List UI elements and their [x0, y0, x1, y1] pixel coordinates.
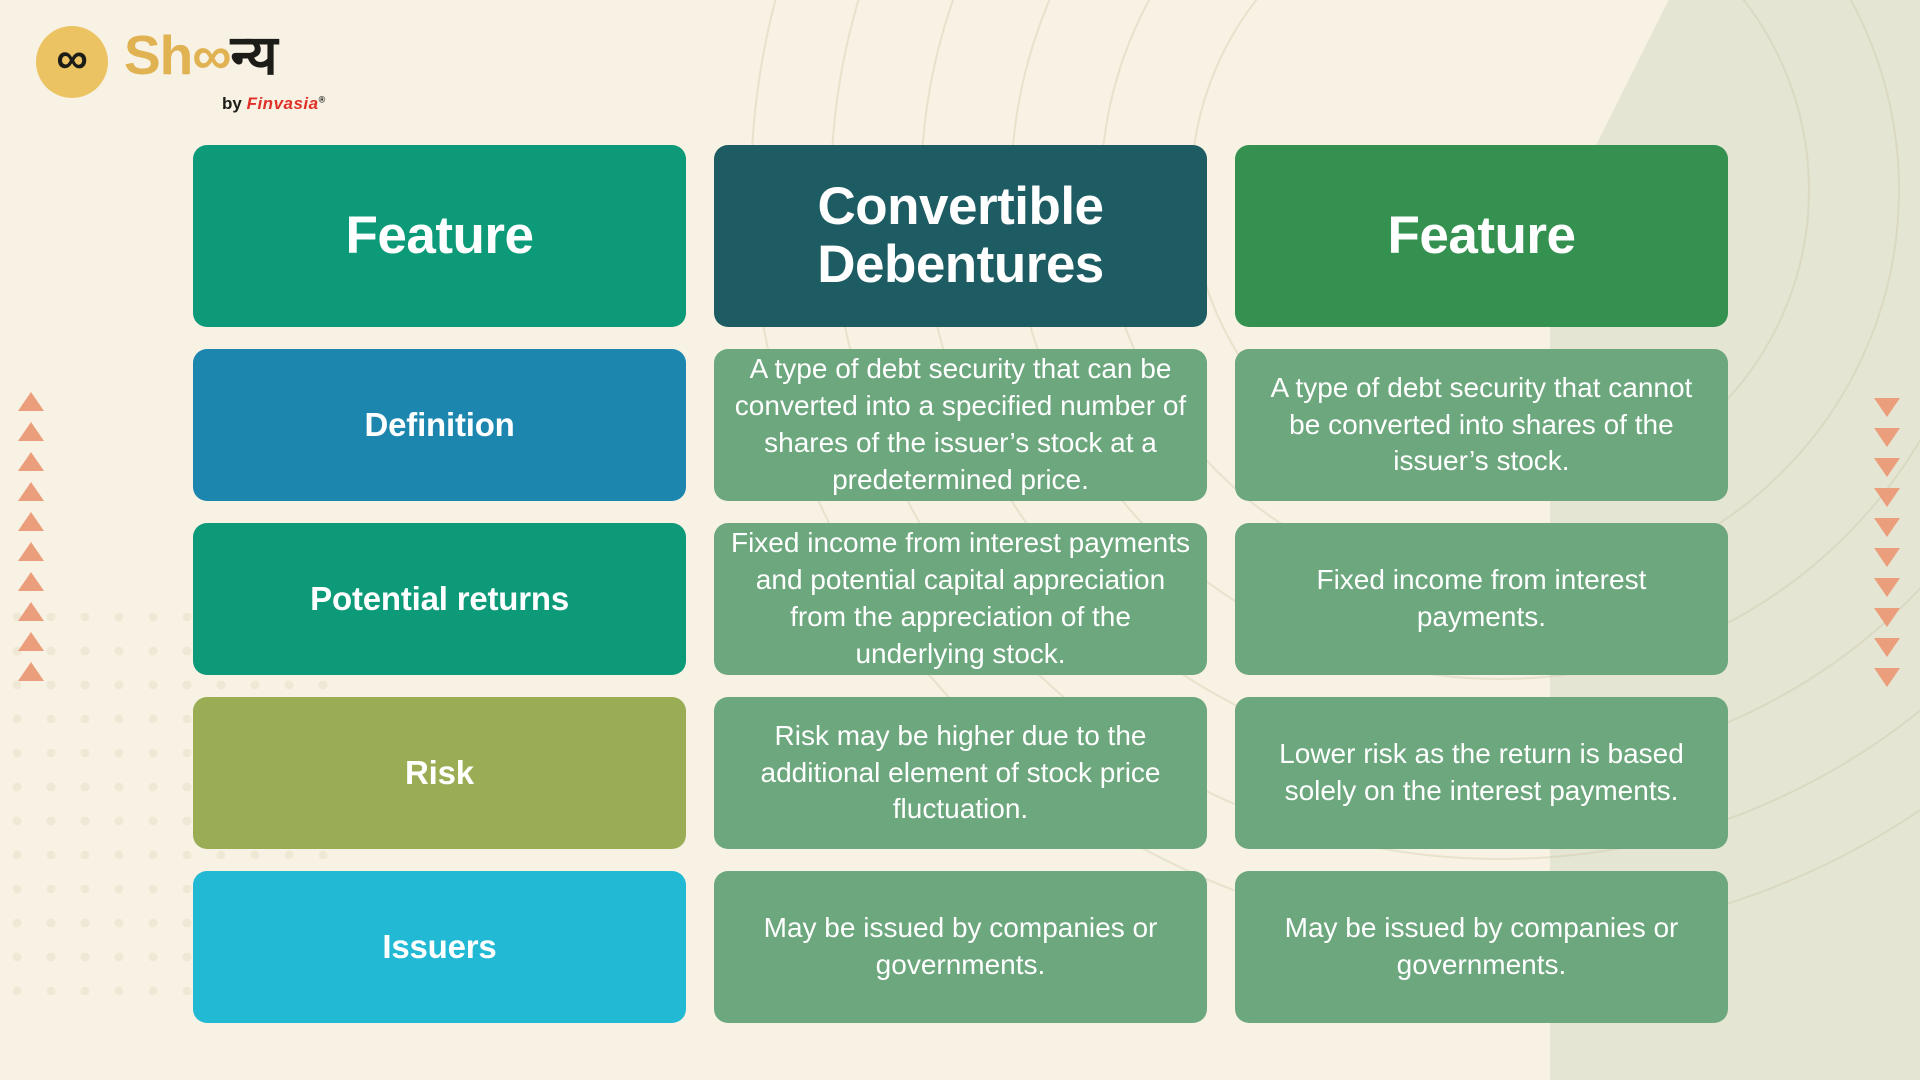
triangle-down-icon: [1874, 428, 1900, 447]
triangle-down-icon: [1874, 398, 1900, 417]
cell-text: May be issued by companies or government…: [1284, 912, 1679, 980]
triangle-down-icon: [1874, 578, 1900, 597]
table-row: Potential returns Fixed income from inte…: [193, 523, 1728, 675]
row-value-convertible-definition: A type of debt security that can be conv…: [714, 349, 1207, 501]
cell-text: A type of debt security that can be conv…: [734, 353, 1187, 495]
triangle-down-icon: [1874, 548, 1900, 567]
triangle-up-icon-column: [18, 392, 44, 681]
header-label: Convertible Debentures: [817, 176, 1104, 294]
row-value-other-issuers: May be issued by companies or government…: [1235, 871, 1728, 1023]
triangle-down-icon: [1874, 608, 1900, 627]
row-label-text: Risk: [405, 754, 474, 791]
brand-wordmark: Sh∞न्य: [124, 24, 278, 86]
cell-text: Fixed income from interest payments.: [1316, 564, 1647, 632]
brand-logo[interactable]: ∞ Sh∞न्य by Finvasia®: [36, 18, 336, 128]
row-label-text: Potential returns: [310, 580, 569, 617]
cell-text: Lower risk as the return is based solely…: [1279, 738, 1684, 806]
header-cell-feature-right: Feature: [1235, 145, 1728, 327]
cell-text: A type of debt security that cannot be c…: [1270, 371, 1693, 477]
comparison-table: Feature Convertible Debentures Feature D…: [193, 145, 1728, 1023]
header-cell-feature-left: Feature: [193, 145, 686, 327]
triangle-down-icon-column: [1874, 398, 1900, 687]
triangle-up-icon: [18, 392, 44, 411]
triangle-up-icon: [18, 662, 44, 681]
table-row: Definition A type of debt security that …: [193, 349, 1728, 501]
triangle-up-icon: [18, 422, 44, 441]
row-label-risk: Risk: [193, 697, 686, 849]
header-label: Feature: [1387, 205, 1576, 265]
registered-mark-icon: ®: [318, 94, 326, 105]
triangle-down-icon: [1874, 638, 1900, 657]
cell-text: Risk may be higher due to the additional…: [760, 719, 1161, 825]
row-label-text: Issuers: [382, 928, 497, 965]
triangle-down-icon: [1874, 458, 1900, 477]
row-label-issuers: Issuers: [193, 871, 686, 1023]
triangle-up-icon: [18, 452, 44, 471]
triangle-up-icon: [18, 482, 44, 501]
triangle-up-icon: [18, 512, 44, 531]
row-label-text: Definition: [364, 406, 515, 443]
infinity-icon: ∞: [36, 26, 108, 98]
row-label-definition: Definition: [193, 349, 687, 501]
row-value-other-risk: Lower risk as the return is based solely…: [1235, 697, 1728, 849]
row-value-convertible-risk: Risk may be higher due to the additional…: [714, 697, 1207, 849]
header-label: Feature: [345, 205, 534, 265]
triangle-down-icon: [1874, 668, 1900, 687]
row-value-other-potential-returns: Fixed income from interest payments.: [1234, 523, 1728, 675]
row-value-convertible-issuers: May be issued by companies or government…: [714, 871, 1207, 1023]
triangle-down-icon: [1874, 518, 1900, 537]
cell-text: May be issued by companies or government…: [763, 912, 1158, 980]
triangle-up-icon: [18, 602, 44, 621]
table-row: Issuers May be issued by companies or go…: [193, 871, 1728, 1023]
brand-byline-name: Finvasia: [246, 94, 319, 113]
brand-wordmark-prefix: Sh: [124, 24, 193, 86]
row-label-potential-returns: Potential returns: [193, 523, 687, 675]
row-value-other-definition: A type of debt security that cannot be c…: [1234, 349, 1728, 501]
triangle-down-icon: [1874, 488, 1900, 507]
brand-wordmark-suffix: न्य: [230, 24, 278, 86]
header-cell-convertible-debentures: Convertible Debentures: [714, 145, 1207, 327]
row-value-convertible-potential-returns: Fixed income from interest payments and …: [714, 523, 1207, 675]
triangle-up-icon: [18, 572, 44, 591]
table-header-row: Feature Convertible Debentures Feature: [193, 145, 1728, 327]
triangle-up-icon: [18, 632, 44, 651]
brand-byline: by Finvasia®: [222, 94, 325, 114]
brand-byline-prefix: by: [222, 94, 242, 113]
triangle-up-icon: [18, 542, 44, 561]
table-row: Risk Risk may be higher due to the addit…: [193, 697, 1728, 849]
cell-text: Fixed income from interest payments and …: [730, 527, 1191, 669]
